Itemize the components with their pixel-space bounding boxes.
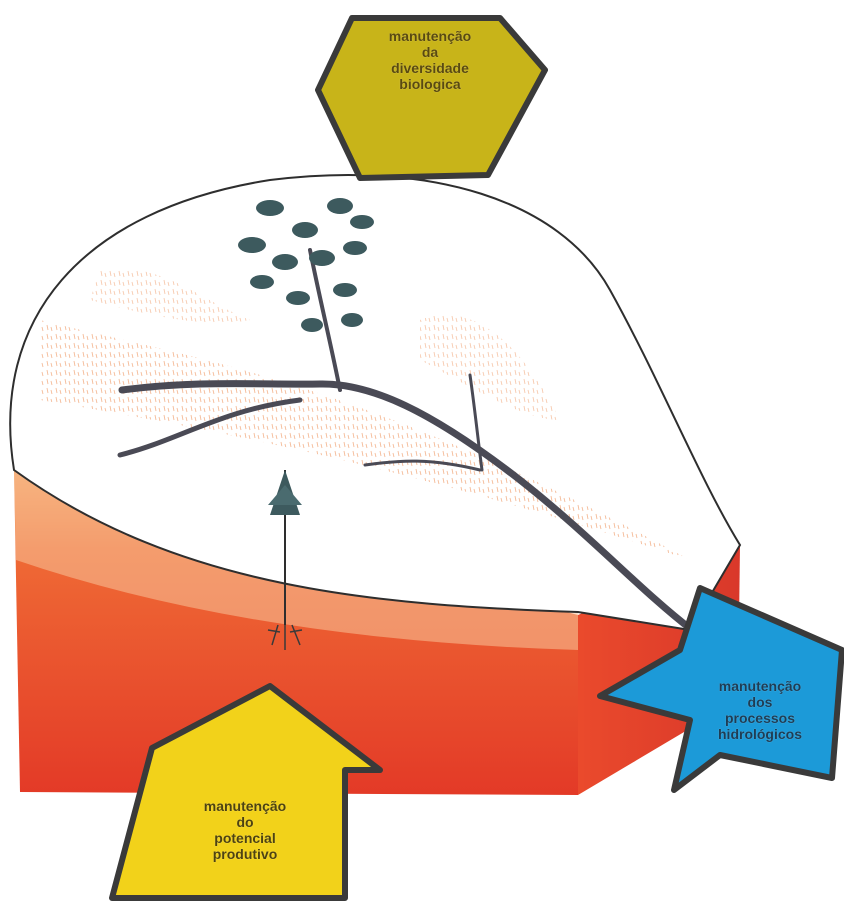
- biodiversity-label: manutenção da diversidade biologica: [360, 28, 500, 92]
- productive-label: manutenção do potencial produtivo: [180, 798, 310, 862]
- hydrological-label: manutenção dos processos hidrológicos: [690, 678, 830, 742]
